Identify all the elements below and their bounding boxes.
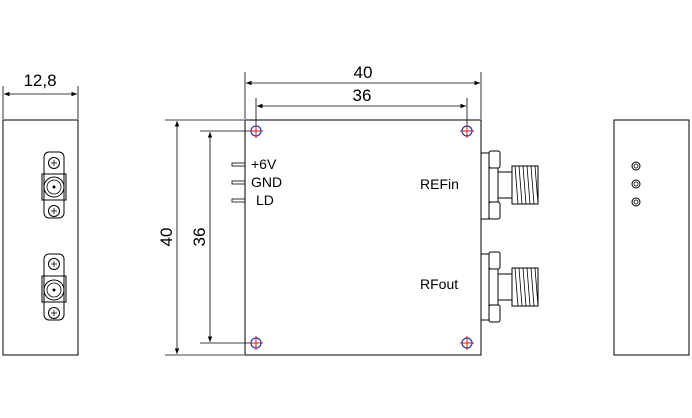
left-view-connector-lower: [41, 253, 67, 321]
sma-thread-icon: [511, 267, 539, 307]
sma-jack-icon: [43, 176, 65, 198]
right-view-pin-holes: [631, 161, 641, 207]
pin-ground-label: GND: [251, 174, 282, 190]
module-body-outline: [244, 119, 482, 356]
right-side-body-outline: [613, 119, 690, 356]
pin-power-label: +6V: [251, 156, 277, 172]
rfout-sma-connector: [480, 251, 539, 323]
sma-jack-icon: [43, 279, 65, 301]
pin-ld-icon: [231, 198, 246, 203]
screw-icon: [48, 307, 60, 319]
hole-spacing-vertical-label: 36: [190, 228, 209, 247]
pin-ground-icon: [231, 180, 246, 185]
left-side-body-outline: [2, 119, 79, 356]
body-width-label: 40: [354, 63, 373, 82]
pin-ld-label: LD: [256, 192, 274, 208]
pin-hole-icon: [631, 179, 641, 189]
hole-spacing-horizontal-label: 36: [353, 86, 372, 105]
body-height-label: 40: [157, 228, 176, 247]
mounting-hole-top-left: [249, 124, 263, 138]
screw-icon: [48, 157, 60, 169]
side-thickness-label: 12,8: [23, 71, 56, 90]
sma-thread-icon: [511, 165, 539, 205]
pin-hole-icon: [631, 197, 641, 207]
screw-icon: [48, 258, 60, 270]
pin-hole-icon: [631, 161, 641, 171]
left-view-connector-upper: [41, 151, 67, 219]
port-refin-label: REFin: [420, 176, 459, 192]
pin-header: +6V GND LD: [231, 156, 282, 208]
port-rfout-label: RFout: [420, 276, 458, 292]
left-side-view: 12,8: [2, 71, 79, 356]
screw-icon: [48, 205, 60, 217]
right-side-view: [613, 119, 690, 356]
front-view: 40 36 40 36: [157, 63, 539, 356]
refin-sma-connector: [480, 150, 539, 220]
mounting-hole-top-right: [460, 124, 474, 138]
mounting-hole-bottom-left: [249, 336, 263, 350]
mounting-hole-bottom-right: [460, 336, 474, 350]
pin-power-icon: [231, 162, 246, 167]
